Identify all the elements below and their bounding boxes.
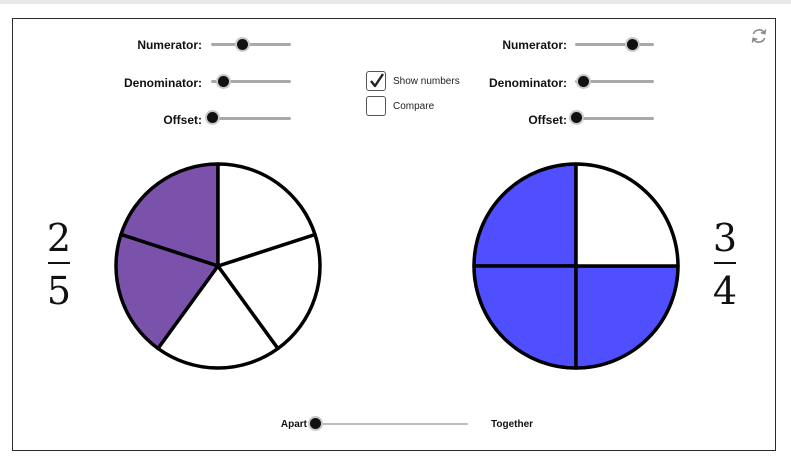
checkmark-icon xyxy=(370,73,384,88)
right-pie-slice-4 xyxy=(574,162,680,268)
refresh-icon[interactable] xyxy=(748,25,770,47)
left-offset-slider-handle[interactable] xyxy=(207,112,218,123)
right-numerator-slider[interactable] xyxy=(575,43,654,46)
left-pie-slice-5 xyxy=(216,162,317,268)
left-denominator-slider[interactable] xyxy=(211,80,291,83)
right-pie-slice-3 xyxy=(574,264,680,370)
left-denominator-slider-handle[interactable] xyxy=(218,76,229,87)
right-pie-slice-1 xyxy=(472,162,578,268)
apart-together-slider-handle[interactable] xyxy=(310,418,321,429)
left-pie-slice-4 xyxy=(216,232,322,351)
left-pie-slice-2 xyxy=(114,232,220,351)
left-fraction-numerator: 2 xyxy=(46,216,72,260)
compare-label: Compare xyxy=(393,101,435,112)
apart-label: Apart xyxy=(280,419,307,430)
top-border xyxy=(0,0,791,4)
left-pie-chart xyxy=(114,162,322,370)
right-offset-label: Offset: xyxy=(528,113,567,127)
left-offset-slider[interactable] xyxy=(208,117,291,120)
right-fraction-bar xyxy=(714,262,736,264)
left-numerator-slider[interactable] xyxy=(211,43,291,46)
right-pie-chart xyxy=(472,162,680,370)
right-numerator-label: Numerator: xyxy=(502,38,567,52)
left-pie-slice-1 xyxy=(119,162,220,268)
left-pie-slice-3 xyxy=(156,264,280,370)
show-numbers-checkbox[interactable] xyxy=(366,71,386,91)
left-numerator-slider-handle[interactable] xyxy=(237,39,248,50)
apart-together-slider[interactable] xyxy=(313,423,468,425)
right-denominator-label: Denominator: xyxy=(489,76,567,90)
right-denominator-slider[interactable] xyxy=(575,80,654,83)
right-numerator-slider-handle[interactable] xyxy=(627,39,638,50)
right-fraction-numerator: 3 xyxy=(712,216,738,260)
together-label: Together xyxy=(491,419,534,430)
left-offset-label: Offset: xyxy=(163,113,202,127)
right-offset-slider-handle[interactable] xyxy=(571,112,582,123)
right-fraction-denominator: 4 xyxy=(712,269,738,313)
compare-checkbox[interactable] xyxy=(366,96,386,116)
left-fraction-denominator: 5 xyxy=(46,269,72,313)
left-fraction-bar xyxy=(48,262,70,264)
left-denominator-label: Denominator: xyxy=(124,76,202,90)
left-numerator-label: Numerator: xyxy=(137,38,202,52)
right-denominator-slider-handle[interactable] xyxy=(578,76,589,87)
right-pie-slice-2 xyxy=(472,264,578,370)
show-numbers-label: Show numbers xyxy=(393,76,460,87)
right-offset-slider[interactable] xyxy=(572,117,654,120)
